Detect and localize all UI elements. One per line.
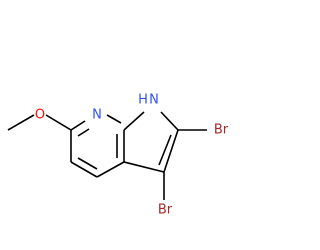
background	[0, 0, 250, 250]
bond-c2-c3-inner	[158, 134, 172, 166]
pyridine-nitrogen-label: N	[92, 108, 102, 123]
bromine-3-label: Br	[158, 203, 173, 218]
bond-n7-c7a	[106, 114, 122, 124]
bond-c2-c3	[163, 129, 179, 173]
bond-methyl-o	[7, 114, 35, 131]
molecule-structure: O N H N Br Br	[0, 0, 250, 250]
bond-c6-n7	[70, 120, 86, 131]
bonds	[7, 111, 207, 200]
bond-c3-c3a	[123, 161, 165, 173]
bond-c4-c3a	[96, 161, 125, 178]
pyrrole-hydrogen-label: H	[138, 93, 148, 108]
bond-c6-n7-inner	[77, 128, 90, 137]
bond-c5-c4	[70, 161, 98, 178]
bond-c7a-n1	[123, 111, 145, 131]
pyrrole-nitrogen-label: N	[149, 93, 159, 108]
bond-o-c6	[45, 114, 72, 131]
bond-n1-c2	[160, 111, 179, 131]
atom-labels: O N H N Br Br	[35, 93, 229, 218]
bond-c5-c4-inner	[77, 157, 98, 170]
oxygen-label: O	[35, 108, 45, 123]
bromine-2-label: Br	[214, 123, 229, 138]
